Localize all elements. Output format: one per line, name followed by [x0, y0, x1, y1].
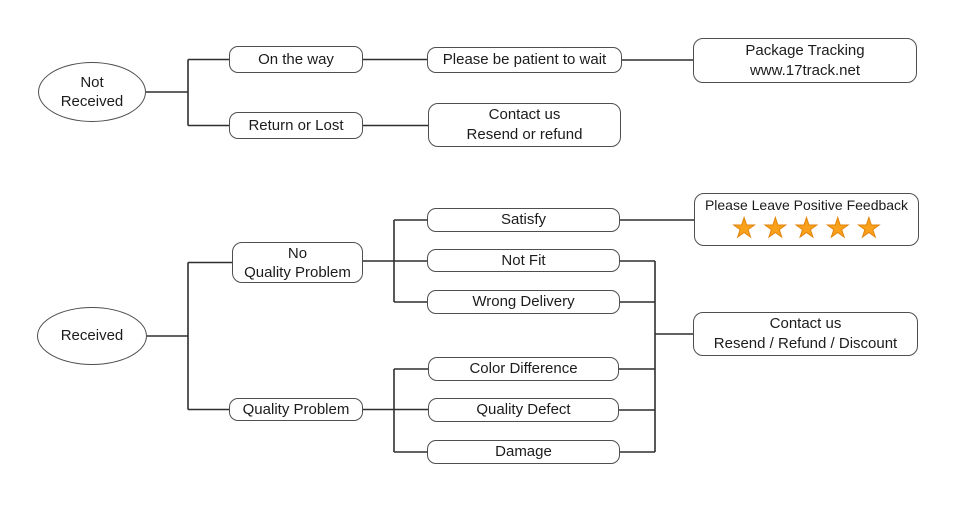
node-please-leave-positive-feedback: Please Leave Positive Feedback ★★★★★ — [694, 193, 919, 246]
node-not-fit: Not Fit — [427, 249, 620, 272]
node-damage: Damage — [427, 440, 620, 464]
node-label: Wrong Delivery — [472, 293, 575, 310]
node-label: Please be patient to wait — [442, 51, 607, 68]
node-label: Contact us — [769, 315, 842, 332]
node-on-the-way: On the way — [229, 46, 363, 73]
node-label: Damage — [495, 443, 552, 460]
node-label: Quality Problem — [244, 263, 351, 281]
node-label: On the way — [258, 50, 334, 68]
node-label: Received — [60, 93, 124, 110]
node-label: Quality Defect — [476, 401, 571, 418]
node-no-quality-problem: No Quality Problem — [232, 242, 363, 283]
node-please-be-patient-to-wait: Please be patient to wait — [427, 47, 622, 73]
node-label: Resend or refund — [466, 126, 583, 143]
node-label: No — [287, 244, 308, 262]
node-label: Return or Lost — [248, 116, 344, 134]
five-star-rating-icon: ★★★★★ — [731, 213, 889, 243]
node-label: Package Tracking — [745, 41, 865, 59]
node-label: Color Difference — [469, 360, 578, 377]
node-package-tracking: Package Tracking www.17track.net — [693, 38, 917, 83]
node-quality-defect: Quality Defect — [428, 398, 619, 422]
node-label: Satisfy — [500, 211, 546, 228]
node-label: Not — [80, 74, 104, 91]
node-received: Received — [37, 307, 147, 365]
node-label: Please Leave Positive Feedback — [704, 197, 909, 213]
node-label: Not Fit — [501, 251, 546, 269]
node-color-difference: Color Difference — [428, 357, 619, 381]
node-quality-problem: Quality Problem — [229, 398, 363, 421]
node-return-or-lost: Return or Lost — [229, 112, 363, 139]
node-not-received: Not Received — [38, 62, 146, 122]
node-contact-us-resend-or-refund: Contact us Resend or refund — [428, 103, 621, 147]
node-label: Resend / Refund / Discount — [713, 335, 898, 352]
node-contact-us-resend-refund-discount: Contact us Resend / Refund / Discount — [693, 312, 918, 356]
node-label: Quality Problem — [242, 400, 350, 418]
node-label: Contact us — [488, 106, 561, 123]
tracking-url: www.17track.net — [749, 61, 861, 79]
node-wrong-delivery: Wrong Delivery — [427, 290, 620, 314]
node-label: Received — [60, 327, 124, 344]
node-satisfy: Satisfy — [427, 208, 620, 232]
